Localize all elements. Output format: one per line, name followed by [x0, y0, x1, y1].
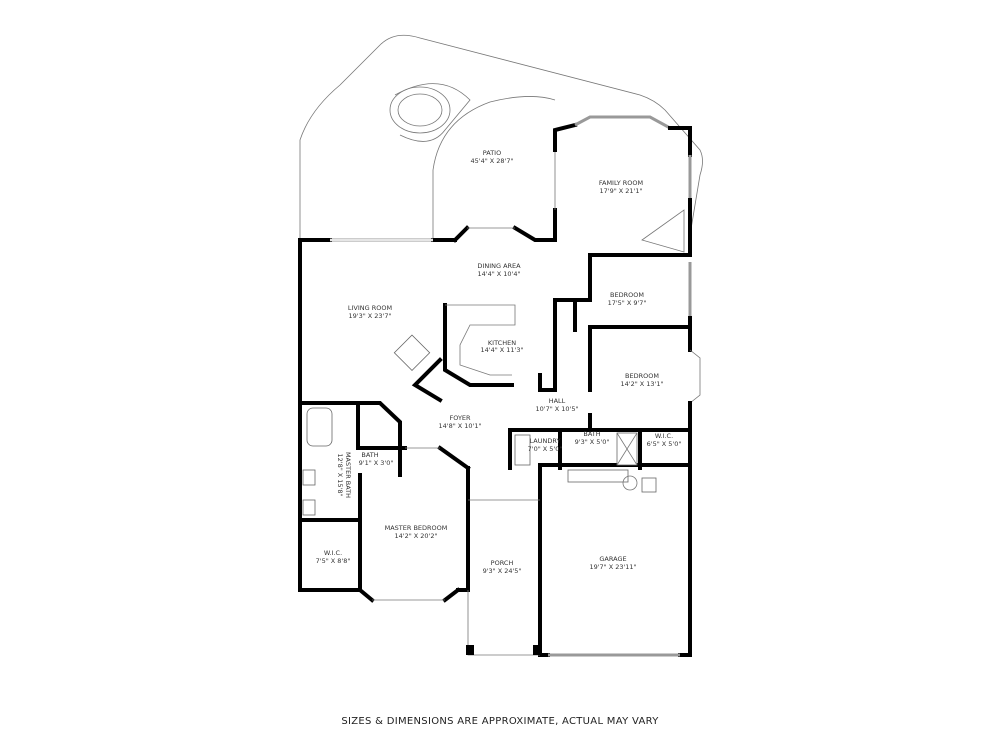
label-porch: PORCH	[491, 559, 514, 567]
dims-master-bath: 12'8" X 15'8"	[336, 454, 344, 497]
dims-foyer: 14'8" X 10'1"	[439, 422, 482, 430]
dims-bath-hall: 9'3" X 5'0"	[575, 438, 610, 446]
dims-patio: 45'4" X 28'7"	[471, 157, 514, 165]
dims-hall: 10'7" X 10'5"	[536, 405, 579, 413]
dims-garage: 19'7" X 23'11"	[589, 563, 636, 571]
dims-bath-small: 9'1" X 3'0"	[359, 459, 394, 467]
patio-arc	[432, 96, 556, 238]
label-foyer: FOYER	[449, 414, 471, 422]
dims-family-room: 17'9" X 21'1"	[600, 187, 643, 195]
dims-wic-master: 7'5" X 8'8"	[316, 557, 351, 565]
dims-kitchen: 14'4" X 11'3"	[481, 346, 524, 354]
room-labels: PATIO 45'4" X 28'7" FAMILY ROOM 17'9" X …	[316, 149, 682, 575]
label-laundry: LAUNDRY	[530, 437, 561, 445]
label-hall: HALL	[549, 397, 566, 405]
dims-dining-area: 14'4" X 10'4"	[478, 270, 521, 278]
dims-master-bedroom: 14'2" X 20'2"	[395, 532, 438, 540]
label-bath-small: BATH	[361, 451, 378, 459]
disclaimer-text: SIZES & DIMENSIONS ARE APPROXIMATE, ACTU…	[341, 716, 659, 727]
label-wic-master: W.I.C.	[324, 549, 342, 557]
label-patio: PATIO	[483, 149, 501, 157]
label-bath-hall: BATH	[583, 430, 600, 438]
dims-bedroom-2: 14'2" X 13'1"	[621, 380, 664, 388]
dims-living-room: 19'3" X 23'7"	[349, 312, 392, 320]
dims-laundry: 7'0" X 5'0"	[528, 445, 563, 453]
label-master-bath: MASTER BATH	[344, 452, 352, 498]
label-living-room: LIVING ROOM	[348, 304, 392, 312]
hot-tub	[389, 83, 471, 142]
label-garage: GARAGE	[599, 555, 626, 563]
patio-outline	[299, 34, 703, 240]
label-master-bedroom: MASTER BEDROOM	[385, 524, 448, 532]
label-kitchen: KITCHEN	[488, 339, 516, 347]
dims-porch: 9'3" X 24'5"	[483, 567, 522, 575]
label-wic-bedroom: W.I.C.	[655, 432, 673, 440]
walls	[298, 115, 701, 657]
label-bedroom-2: BEDROOM	[625, 372, 659, 380]
fixtures	[302, 209, 685, 516]
label-bedroom-1: BEDROOM	[610, 291, 644, 299]
label-family-room: FAMILY ROOM	[599, 179, 643, 187]
dims-wic-bedroom: 6'5" X 5'0"	[647, 440, 682, 448]
dims-bedroom-1: 17'5" X 9'7"	[608, 299, 647, 307]
label-dining-area: DINING AREA	[477, 262, 521, 270]
